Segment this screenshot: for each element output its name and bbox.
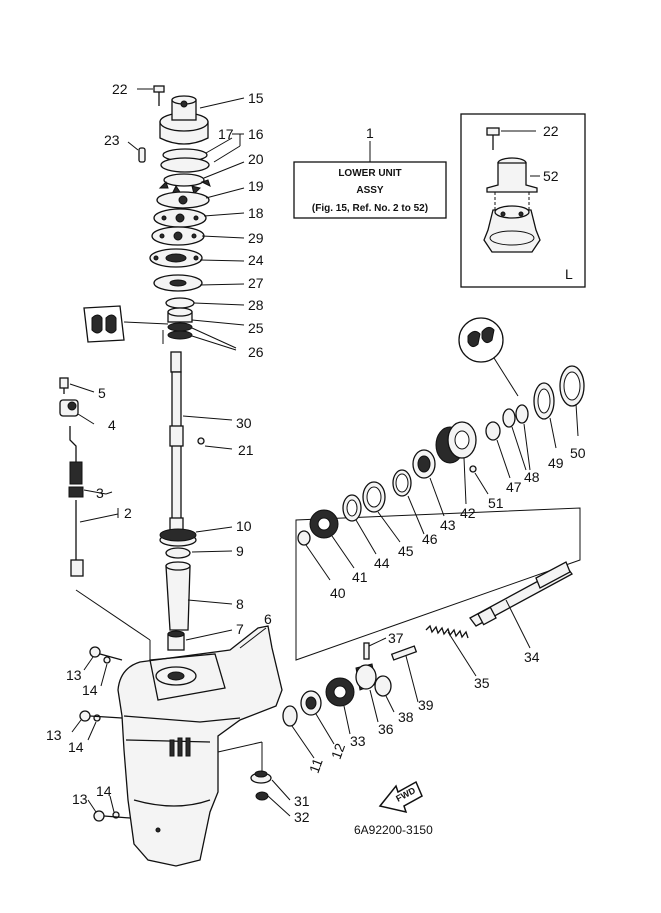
callout-15: 15 [248,90,264,106]
shift-rod-assembly [59,377,151,675]
callout-12: 12 [328,741,348,761]
inset-callout-22: 22 [543,123,559,139]
callout-22: 22 [112,81,128,97]
diagram-code: 6A92200-3150 [354,823,433,837]
callout-19: 19 [248,178,264,194]
callout-28: 28 [248,297,264,313]
inset-housing [483,157,541,253]
callout-45: 45 [398,543,414,559]
callout-21: 21 [238,442,254,458]
propeller-shaft-assembly [282,507,581,759]
callout-5: 5 [98,385,106,401]
callout-1: 1 [366,125,374,141]
lower-case [117,625,283,867]
callout-14-a: 14 [82,682,98,698]
callout-9: 9 [236,543,244,559]
callout-44: 44 [374,555,390,571]
callout-36: 36 [378,721,394,737]
callout-23: 23 [104,132,120,148]
callout-8: 8 [236,596,244,612]
callout-47: 47 [506,479,522,495]
callout-2: 2 [124,505,132,521]
callout-4: 4 [108,417,116,433]
callout-38: 38 [398,709,414,725]
callout-34: 34 [524,649,540,665]
callout-31: 31 [294,793,310,809]
callout-labels: 22 15 23 17 16 20 19 18 29 24 27 28 25 2… [46,81,586,825]
callout-35: 35 [474,675,490,691]
callout-37: 37 [388,630,404,646]
callout-17: 17 [218,126,234,142]
callout-50: 50 [570,445,586,461]
inset-label: L [565,266,573,282]
callout-30: 30 [236,415,252,431]
drive-shaft [169,351,233,535]
callout-41: 41 [352,569,368,585]
callout-13-b: 13 [46,727,62,743]
assy-reference-box: 1 LOWER UNIT ASSY (Fig. 15, Ref. No. 2 t… [293,125,447,219]
callout-48: 48 [524,469,540,485]
callout-11: 11 [306,756,326,775]
callout-51: 51 [488,495,504,511]
callout-18: 18 [248,205,264,221]
callout-40: 40 [330,585,346,601]
inset-box: 22 52 L [460,113,586,288]
callout-3: 3 [96,485,104,501]
inset-bolt [486,127,536,150]
assy-box-line3: (Fig. 15, Ref. No. 2 to 52) [312,203,428,214]
shaft-sleeve-parts [159,526,233,651]
callout-7: 7 [236,621,244,637]
callout-29: 29 [248,230,264,246]
callout-49: 49 [548,455,564,471]
callout-13-c: 13 [72,791,88,807]
inset-callout-52: 52 [543,168,559,184]
callout-13-a: 13 [66,667,82,683]
assy-box-line2: ASSY [356,185,384,196]
callout-46: 46 [422,531,438,547]
callout-33: 33 [350,733,366,749]
callout-10: 10 [236,518,252,534]
callout-43: 43 [440,517,456,533]
water-pump-assembly [83,85,245,351]
drain-plug-parts [217,741,291,817]
callout-14-c: 14 [96,783,112,799]
case-bolts [71,646,131,822]
callout-25: 25 [248,320,264,336]
callout-32: 32 [294,809,310,825]
assy-box-line1: LOWER UNIT [338,168,401,179]
callout-42: 42 [460,505,476,521]
callout-26: 26 [248,344,264,360]
callout-39: 39 [418,697,434,713]
callout-24: 24 [248,252,264,268]
callout-14-b: 14 [68,739,84,755]
reverse-gear-group [297,317,585,581]
callout-6: 6 [264,611,272,627]
callout-16: 16 [248,126,264,142]
callout-27: 27 [248,275,264,291]
callout-20: 20 [248,151,264,167]
forward-arrow: FWD [378,780,423,814]
